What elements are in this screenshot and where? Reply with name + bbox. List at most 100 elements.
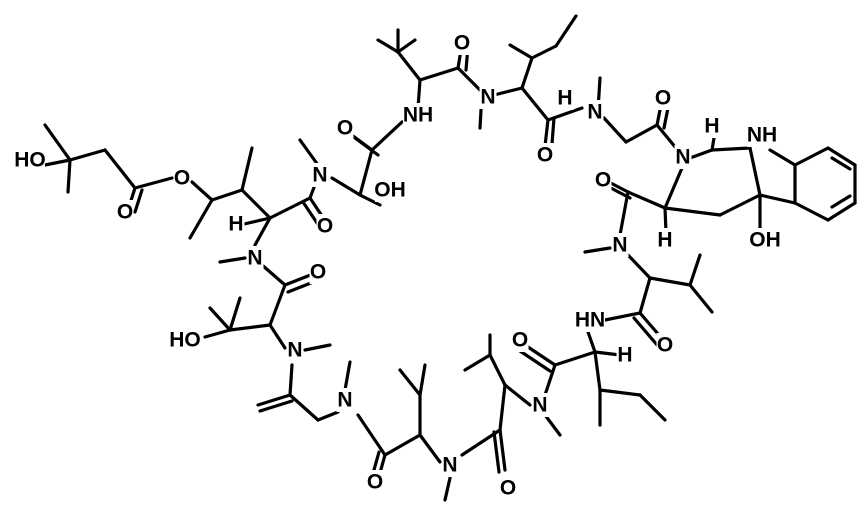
svg-text:O: O: [500, 477, 516, 500]
bond: [830, 194, 852, 209]
bond: [826, 146, 857, 167]
atom-label: N: [336, 388, 354, 412]
svg-text:NH: NH: [747, 124, 777, 147]
atom-label: N: [479, 85, 497, 109]
atom-label: N: [246, 246, 264, 270]
svg-text:H: H: [617, 344, 632, 367]
atom-label: N: [586, 100, 604, 124]
atom-label: O: [309, 260, 327, 284]
bond: [508, 43, 534, 60]
bond: [103, 148, 137, 190]
bond: [550, 116, 556, 146]
bond: [133, 176, 174, 190]
bond: [383, 433, 422, 457]
atom-label: HO: [169, 328, 201, 352]
bonds: [43, 14, 857, 502]
bond: [758, 193, 797, 205]
svg-text:HN: HN: [575, 309, 605, 332]
svg-text:N: N: [247, 247, 262, 270]
bond: [210, 188, 244, 202]
bond: [238, 216, 272, 227]
bond: [43, 158, 72, 167]
bond: [376, 38, 400, 54]
bond: [626, 190, 667, 210]
bond: [826, 201, 857, 222]
svg-text:H: H: [657, 229, 672, 252]
atom-label: H: [656, 228, 674, 252]
bond: [418, 363, 427, 397]
atom-label: H: [703, 114, 721, 138]
svg-text:N: N: [587, 101, 602, 124]
bond: [228, 296, 242, 332]
svg-text:H: H: [228, 213, 243, 236]
svg-text:O: O: [337, 117, 353, 140]
bond: [498, 428, 507, 472]
bond: [518, 349, 552, 373]
bond: [638, 276, 652, 315]
bond: [830, 156, 852, 171]
svg-text:O: O: [512, 329, 528, 352]
svg-text:O: O: [310, 261, 326, 284]
bond: [188, 198, 214, 240]
atom-label: O: [173, 166, 191, 190]
bond: [793, 146, 830, 167]
bond: [268, 283, 287, 327]
atom-label: N: [611, 233, 629, 257]
bond: [543, 363, 557, 397]
svg-text:H: H: [557, 87, 572, 110]
bond: [655, 123, 678, 150]
bond: [370, 120, 404, 152]
bond: [298, 138, 320, 167]
bond: [456, 66, 484, 94]
bond: [586, 330, 597, 354]
atom-label: O: [116, 200, 134, 224]
bond: [603, 311, 642, 322]
atom-label: H: [227, 212, 245, 236]
bond: [288, 363, 294, 397]
bond: [593, 350, 602, 392]
bond: [68, 148, 107, 162]
bond: [253, 216, 272, 247]
bond: [624, 123, 659, 144]
bond: [748, 146, 762, 197]
bond: [268, 323, 287, 350]
bond: [523, 343, 557, 367]
atom-label: O: [594, 168, 612, 192]
svg-text:O: O: [655, 87, 671, 110]
bond: [316, 410, 340, 422]
atom-label: O: [316, 214, 334, 238]
bond: [598, 388, 642, 397]
bond: [488, 353, 507, 387]
atom-label: OH: [749, 228, 781, 252]
bond: [710, 146, 752, 152]
bond: [520, 86, 550, 122]
bond: [546, 106, 584, 122]
svg-text:HO: HO: [14, 149, 46, 172]
atom-label: O: [656, 333, 674, 357]
bond: [554, 14, 578, 48]
svg-text:HO: HO: [169, 329, 201, 352]
bond: [356, 413, 387, 457]
bond: [618, 190, 630, 237]
svg-text:O: O: [454, 32, 470, 55]
bond: [793, 201, 830, 222]
atom-label: O: [453, 31, 471, 55]
bond: [492, 86, 524, 97]
bond: [418, 66, 460, 82]
bond: [260, 263, 287, 287]
svg-text:N: N: [675, 146, 690, 169]
atom-label: H: [556, 86, 574, 110]
atom-label: N: [311, 163, 329, 187]
svg-text:N: N: [312, 164, 327, 187]
bond: [688, 253, 702, 287]
bond: [258, 399, 294, 413]
bond: [718, 193, 762, 217]
atom-label: O: [336, 116, 354, 140]
bond: [688, 148, 714, 160]
atom-label: N: [531, 393, 549, 417]
svg-text:O: O: [117, 201, 133, 224]
bond: [190, 180, 214, 202]
bond: [256, 393, 292, 407]
bond: [358, 193, 382, 207]
